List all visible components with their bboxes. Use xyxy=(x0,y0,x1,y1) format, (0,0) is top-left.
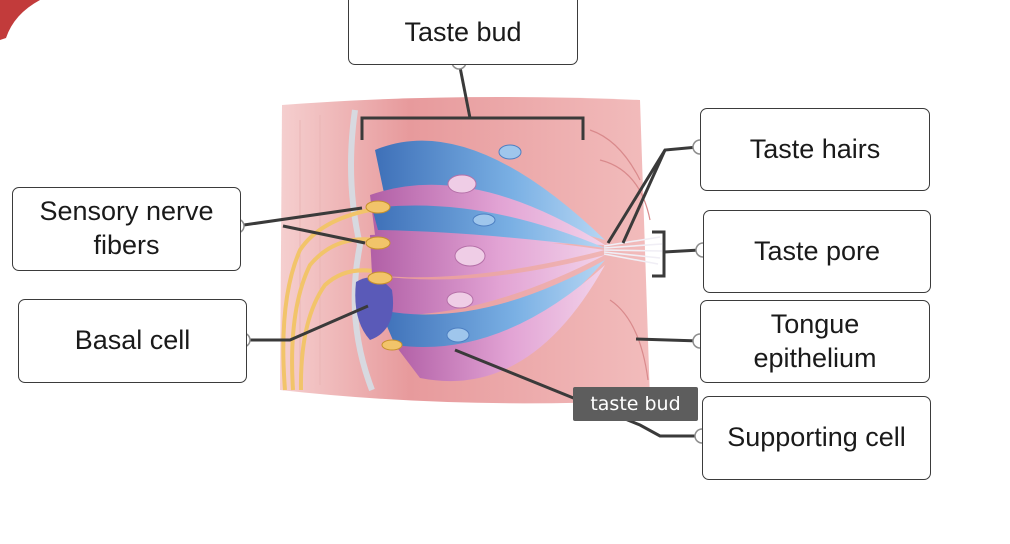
label-sensory-nerve-fibers[interactable]: Sensory nerve fibers xyxy=(12,187,241,271)
label-taste-pore[interactable]: Taste pore xyxy=(703,210,931,293)
label-taste-hairs[interactable]: Taste hairs xyxy=(700,108,930,191)
label-tongue-epithelium[interactable]: Tongue epithelium xyxy=(700,300,930,383)
drag-tooltip: taste bud xyxy=(573,387,698,421)
leader-lines xyxy=(236,61,701,438)
label-taste-bud[interactable]: Taste bud xyxy=(348,0,578,65)
label-basal-cell[interactable]: Basal cell xyxy=(18,299,247,383)
taste-bud-cells xyxy=(355,140,605,382)
taste-hairs-strands xyxy=(603,236,663,265)
label-supporting-cell[interactable]: Supporting cell xyxy=(702,396,931,480)
corner-shape xyxy=(0,0,40,40)
